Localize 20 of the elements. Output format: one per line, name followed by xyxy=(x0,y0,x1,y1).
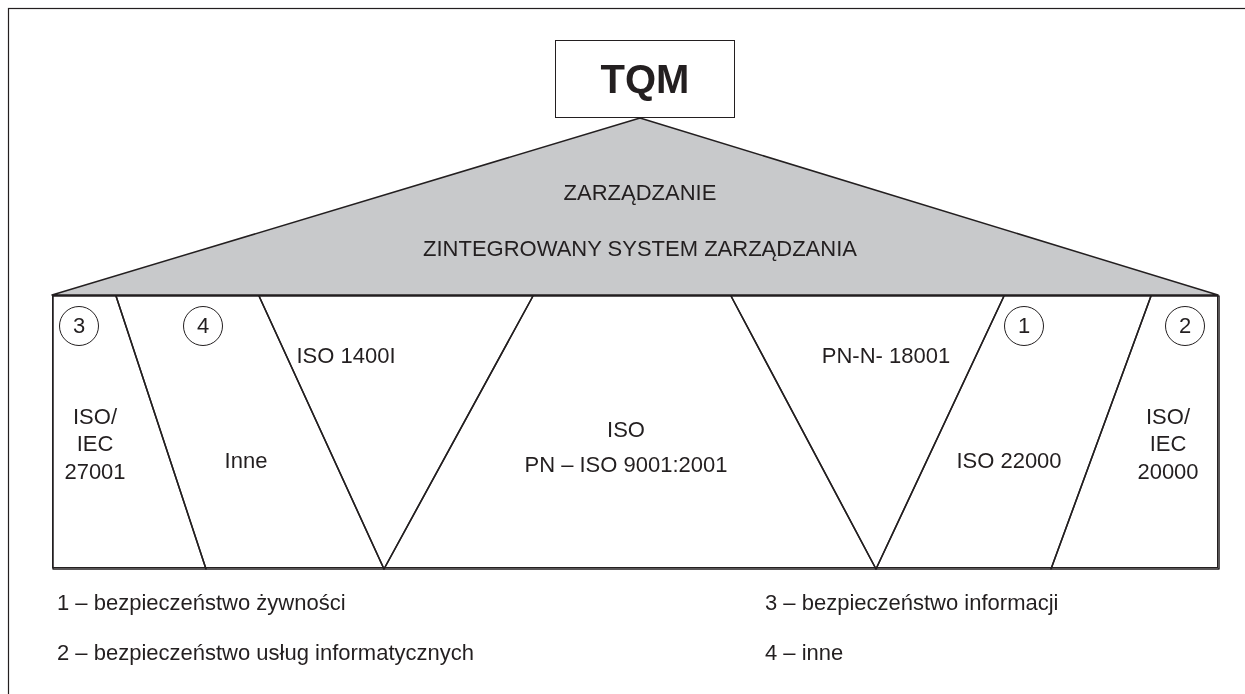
key-note: 4 – inne xyxy=(765,640,844,666)
segment-text: PN – ISO 9001:2001 xyxy=(523,451,729,480)
key-note: 3 – bezpieczeństwo informacji xyxy=(765,590,1059,616)
segment-text: PN-N- 18001 xyxy=(820,342,952,371)
title-box: TQM xyxy=(555,40,735,118)
segment-text: Inne xyxy=(223,447,269,476)
roof-text: ZINTEGROWANY SYSTEM ZARZĄDZANIA xyxy=(422,235,858,264)
callout-circle: 3 xyxy=(59,306,99,346)
segment-text: ISO 22000 xyxy=(955,447,1063,476)
roof-text: ZARZĄDZANIE xyxy=(562,179,718,208)
key-note: 1 – bezpieczeństwo żywności xyxy=(57,590,346,616)
callout-circle: 2 xyxy=(1165,306,1205,346)
segment-text: ISO xyxy=(606,416,646,445)
band-frame xyxy=(52,295,1218,568)
segment-text: ISO/ IEC 27001 xyxy=(63,402,127,486)
key-note: 2 – bezpieczeństwo usług informatycznych xyxy=(57,640,474,666)
segment-text: ISO 1400I xyxy=(295,342,397,371)
callout-circle: 4 xyxy=(183,306,223,346)
segment-text: ISO/ IEC 20000 xyxy=(1136,402,1200,486)
callout-circle: 1 xyxy=(1004,306,1044,346)
